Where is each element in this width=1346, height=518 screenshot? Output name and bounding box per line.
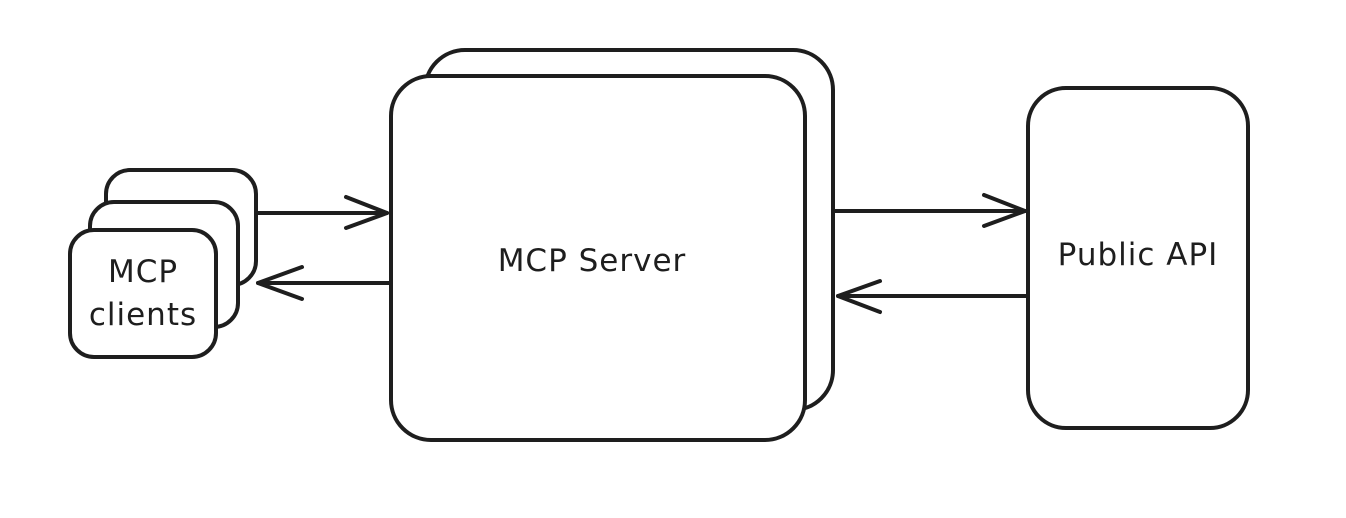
arrow-server-to-clients — [256, 265, 391, 301]
arrow-clients-to-server — [256, 195, 389, 230]
mcp-clients-node: MCP clients — [68, 168, 258, 359]
arrow-api-to-server — [836, 279, 1029, 314]
mcp-clients-label-line2: clients — [89, 297, 197, 333]
mcp-clients-card-front — [68, 228, 218, 359]
mcp-server-node: MCP Server — [389, 48, 835, 442]
arrow-server-to-api — [833, 193, 1027, 228]
public-api-card — [1026, 86, 1250, 430]
mcp-server-label: MCP Server — [498, 243, 687, 279]
mcp-clients-label-line1: MCP — [108, 254, 178, 290]
public-api-node: Public API — [1026, 86, 1250, 430]
mcp-server-card-front — [389, 74, 807, 442]
public-api-label: Public API — [1058, 237, 1219, 273]
